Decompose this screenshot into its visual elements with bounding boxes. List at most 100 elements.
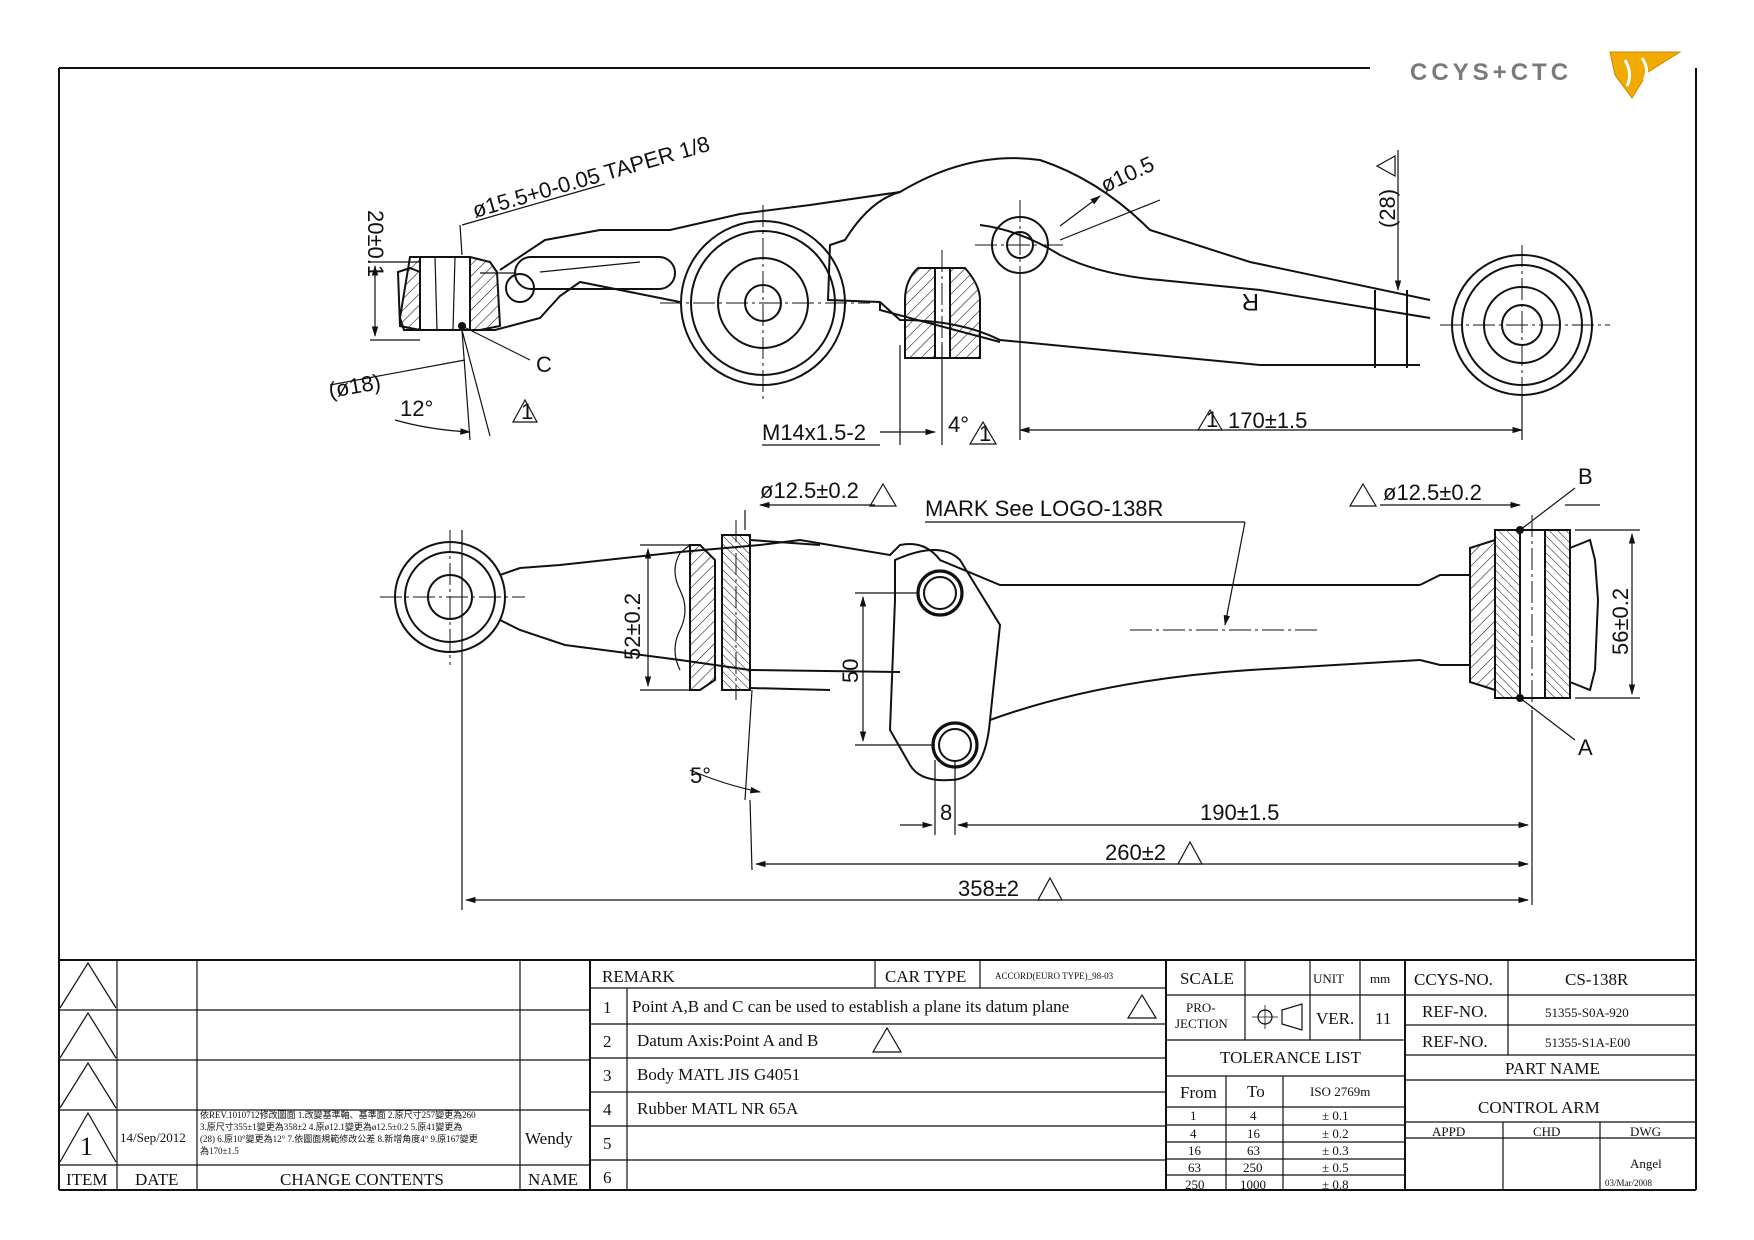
dim-50: 50	[838, 659, 863, 683]
left-eye-bushing	[380, 530, 525, 665]
logo-text: CCYS+CTC	[1410, 59, 1572, 86]
angle-12-dim: 12°	[400, 396, 433, 421]
svg-text:1: 1	[521, 399, 533, 424]
tol-from-2: 4	[1190, 1126, 1197, 1141]
height-56-dim: 56±0.2	[1608, 588, 1633, 655]
pivot-hole	[1006, 231, 1034, 259]
threaded-stud-section	[904, 250, 981, 375]
mark-note: MARK See LOGO-138R	[925, 496, 1163, 521]
projection-label-1: PRO-	[1186, 1000, 1216, 1015]
remark-text-1: Point A,B and C can be used to establish…	[632, 997, 1069, 1016]
dim-260: 260±2	[1105, 840, 1166, 865]
projection-label-2: JECTION	[1175, 1016, 1228, 1031]
projection-symbol-icon	[1252, 1003, 1303, 1031]
tol-value-1: ± 0.1	[1322, 1108, 1349, 1123]
ver-value: 11	[1375, 1009, 1391, 1028]
tol-to-3: 63	[1247, 1143, 1260, 1158]
revision-date: 14/Sep/2012	[120, 1130, 186, 1145]
dim-8: 8	[940, 800, 952, 825]
angle-5-dim: 5°	[690, 763, 711, 788]
dim-190: 190±1.5	[1200, 800, 1279, 825]
ccys-no-label: CCYS-NO.	[1414, 970, 1493, 989]
tol-header-to: To	[1247, 1082, 1265, 1101]
tol-to-4: 250	[1243, 1160, 1263, 1175]
tolerance-title: TOLERANCE LIST	[1220, 1048, 1361, 1067]
ref-no-label-2: REF-NO.	[1422, 1032, 1488, 1051]
unit-value: mm	[1370, 971, 1390, 986]
tol-from-1: 1	[1190, 1108, 1197, 1123]
tol-header-iso: ISO 2769m	[1310, 1084, 1370, 1099]
front-view: ø12.5±0.2 MARK See LOGO-138R ø12.5±0.2 B…	[380, 464, 1640, 910]
car-type-label: CAR TYPE	[885, 967, 966, 986]
height-52-dim: 52±0.2	[620, 593, 645, 660]
front-view-dimensions: ø12.5±0.2 MARK See LOGO-138R ø12.5±0.2 B…	[461, 464, 1640, 910]
tol-to-5: 1000	[1240, 1177, 1266, 1192]
tol-to-2: 16	[1247, 1126, 1261, 1141]
revision-change-1: 依REV.1010712修改圖面 1.改變基準軸、基準面 2.原尺寸257變更為…	[200, 1109, 476, 1120]
part-name-label: PART NAME	[1505, 1059, 1600, 1078]
header-change-contents: CHANGE CONTENTS	[280, 1170, 444, 1189]
tol-value-4: ± 0.5	[1322, 1160, 1349, 1175]
revision-change-3: (28) 6.原10°變更為12° 7.依圖面規範修改公差 8.新增角度4° 9…	[200, 1133, 478, 1144]
drawn-by: Angel	[1630, 1156, 1662, 1171]
side-mark-r: R	[1242, 288, 1259, 315]
title-block: 1 14/Sep/2012 依REV.1010712修改圖面 1.改變基準軸、基…	[59, 959, 1696, 1192]
remark-text-2: Datum Axis:Point A and B	[637, 1031, 818, 1050]
center-bushing	[660, 205, 870, 400]
point-a-label: A	[1578, 735, 1593, 760]
drawn-date: 03/Mar/2008	[1605, 1178, 1652, 1188]
taper-dim: ø15.5+0-0.05 TAPER 1/8	[469, 131, 712, 223]
dim-170: 170±1.5	[1228, 408, 1307, 433]
revision-change-2: 3.原尺寸355±1變更為358±2 4.原ø12.1變更為ø12.5±0.2 …	[200, 1121, 462, 1132]
chd-label: CHD	[1533, 1124, 1560, 1139]
dia125-right-dim: ø12.5±0.2	[1383, 480, 1482, 505]
tol-from-5: 250	[1185, 1177, 1205, 1192]
company-logo: CCYS+CTC	[1410, 51, 1682, 99]
appd-label: APPD	[1432, 1124, 1465, 1139]
ver-label: VER.	[1316, 1009, 1354, 1028]
taper-boss-section	[398, 255, 535, 331]
revision-number: 1	[80, 1132, 93, 1161]
tol-to-1: 4	[1250, 1108, 1257, 1123]
tol-from-4: 63	[1188, 1160, 1201, 1175]
tol-from-3: 16	[1188, 1143, 1202, 1158]
dim-28: (28)	[1375, 189, 1400, 228]
remark-title: REMARK	[602, 967, 675, 986]
sheet-border	[58, 67, 1697, 1191]
right-bushing-section	[1469, 515, 1600, 710]
remark-no-6: 6	[603, 1168, 612, 1187]
dia125-left-dim: ø12.5±0.2	[760, 478, 859, 503]
point-b-label: B	[1578, 464, 1593, 489]
point-c-label: C	[536, 352, 552, 377]
ref-no-value-1: 51355-S0A-920	[1545, 1005, 1629, 1020]
car-type-value: ACCORD(EURO TYPE)_98-03	[995, 971, 1114, 981]
remark-no-5: 5	[603, 1134, 612, 1153]
thread-dim: M14x1.5-2	[762, 420, 866, 445]
tol-value-3: ± 0.3	[1322, 1143, 1349, 1158]
remark-text-3: Body MATL JIS G4051	[637, 1065, 800, 1084]
svg-text:1: 1	[1206, 407, 1218, 432]
svg-text:1: 1	[979, 421, 991, 446]
tol-value-5: ± 0.8	[1322, 1177, 1349, 1192]
top-view: R 20±0.1 ø15.5+0-0.05 TAPER 1/8 (ø18) C	[327, 131, 1610, 446]
part-name-value: CONTROL ARM	[1478, 1098, 1600, 1117]
center-bushing-section	[674, 520, 831, 700]
header-date: DATE	[135, 1170, 178, 1189]
unit-label: UNIT	[1313, 971, 1344, 986]
revision-change-4: 為170±1.5	[200, 1145, 239, 1156]
angle-4-dim: 4°	[948, 412, 969, 437]
datum-triangle-icon	[511, 398, 539, 423]
ccys-no-value: CS-138R	[1565, 970, 1629, 989]
remark-no-1: 1	[603, 998, 612, 1017]
dwg-label: DWG	[1630, 1124, 1661, 1139]
right-bushing-top	[1374, 245, 1610, 405]
dim-358: 358±2	[958, 876, 1019, 901]
header-name: NAME	[528, 1170, 578, 1189]
ref-no-value-2: 51355-S1A-E00	[1545, 1035, 1630, 1050]
height-20-dim: 20±0.1	[363, 210, 388, 277]
ref-no-label-1: REF-NO.	[1422, 1002, 1488, 1021]
revision-name: Wendy	[525, 1129, 573, 1148]
dia105-dim: ø10.5	[1097, 151, 1159, 197]
remark-text-4: Rubber MATL NR 65A	[637, 1099, 799, 1118]
